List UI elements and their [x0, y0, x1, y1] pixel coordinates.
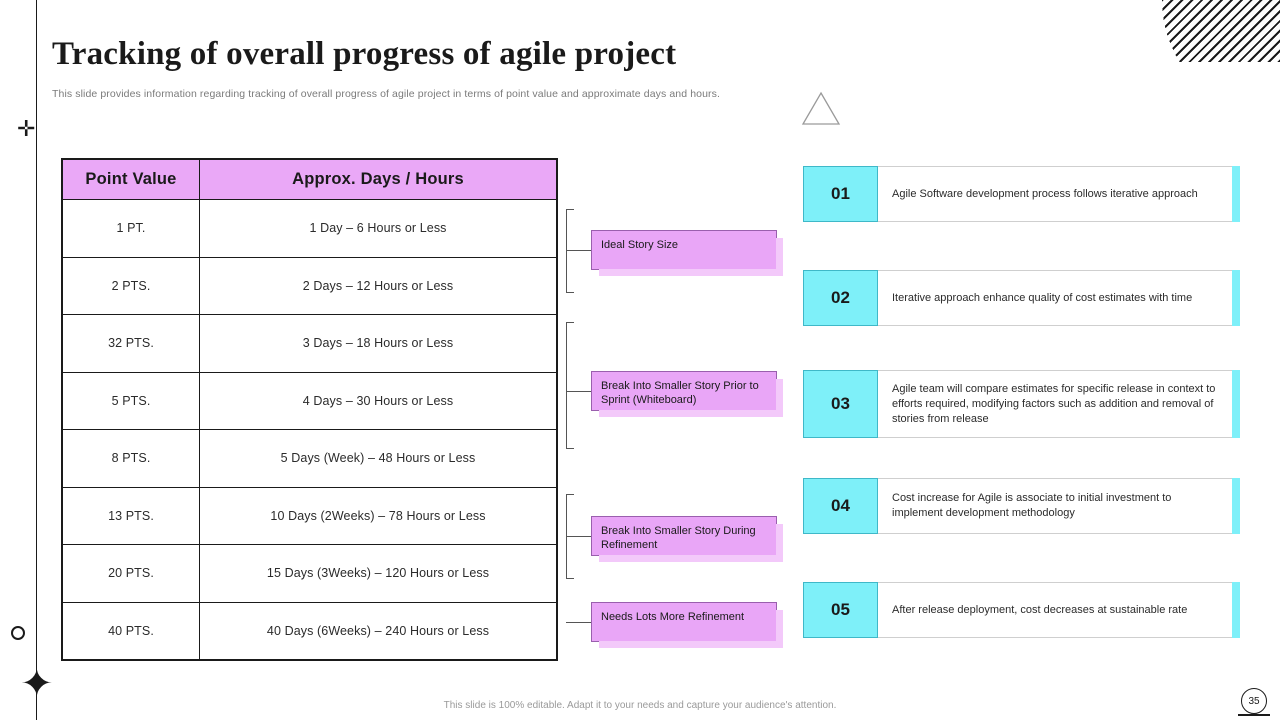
- callout-ideal-story-size: Ideal Story Size: [591, 230, 783, 276]
- info-card-04: 04 Cost increase for Agile is associate …: [803, 478, 1240, 534]
- callout-break-during-refinement: Break Into Smaller Story During Refineme…: [591, 516, 783, 562]
- connector-line: [566, 448, 574, 449]
- card-text: After release deployment, cost decreases…: [878, 582, 1240, 638]
- connector-line: [566, 322, 574, 323]
- callout-text: Break Into Smaller Story Prior to Sprint…: [601, 380, 759, 406]
- footer-note: This slide is 100% editable. Adapt it to…: [443, 700, 837, 711]
- card-text: Cost increase for Agile is associate to …: [878, 478, 1240, 534]
- card-text: Agile Software development process follo…: [878, 166, 1240, 222]
- cell-days-hours: 5 Days (Week) – 48 Hours or Less: [199, 429, 557, 488]
- triangle-outline-icon: [801, 91, 841, 125]
- callout-shadow-bottom: [599, 555, 783, 562]
- left-vertical-rule: [36, 0, 37, 720]
- connector-line: [566, 391, 591, 392]
- card-number: 02: [803, 270, 878, 326]
- page-title: Tracking of overall progress of agile pr…: [52, 36, 677, 72]
- table-row: 40 PTS. 40 Days (6Weeks) – 240 Hours or …: [62, 601, 557, 660]
- info-card-01: 01 Agile Software development process fo…: [803, 166, 1240, 222]
- callout-shadow-bottom: [599, 269, 783, 276]
- connector-line: [566, 250, 591, 251]
- page-subtitle: This slide provides information regardin…: [52, 88, 720, 100]
- cell-point-value: 32 PTS.: [62, 314, 200, 373]
- cell-days-hours: 4 Days – 30 Hours or Less: [199, 371, 557, 430]
- connector-line: [566, 494, 574, 495]
- callout-text: Needs Lots More Refinement: [601, 611, 745, 623]
- card-number: 01: [803, 166, 878, 222]
- callout-shadow: [776, 524, 783, 562]
- card-text: Iterative approach enhance quality of co…: [878, 270, 1240, 326]
- circle-icon: [11, 626, 25, 640]
- cell-days-hours: 10 Days (2Weeks) – 78 Hours or Less: [199, 486, 557, 545]
- corner-hatch-decoration: [1162, 0, 1280, 62]
- cell-point-value: 5 PTS.: [62, 371, 200, 430]
- cell-point-value: 2 PTS.: [62, 256, 200, 315]
- card-cap: [1232, 478, 1240, 534]
- callout-shadow-bottom: [599, 641, 783, 648]
- callout-text: Break Into Smaller Story During Refineme…: [601, 525, 756, 551]
- callout-needs-more-refinement: Needs Lots More Refinement: [591, 602, 783, 648]
- info-card-02: 02 Iterative approach enhance quality of…: [803, 270, 1240, 326]
- connector-line: [566, 209, 574, 210]
- card-cap: [1232, 166, 1240, 222]
- page-number-badge: 35: [1241, 688, 1267, 714]
- card-cap: [1232, 582, 1240, 638]
- callout-shadow: [776, 238, 783, 276]
- connector-line: [566, 578, 574, 579]
- callout-text: Ideal Story Size: [601, 239, 679, 251]
- column-header-point-value: Point Value: [62, 159, 200, 200]
- table-row: 13 PTS. 10 Days (2Weeks) – 78 Hours or L…: [62, 486, 557, 545]
- cell-point-value: 20 PTS.: [62, 544, 200, 603]
- cell-days-hours: 40 Days (6Weeks) – 240 Hours or Less: [199, 601, 557, 660]
- callout-shadow: [776, 379, 783, 417]
- table-row: 8 PTS. 5 Days (Week) – 48 Hours or Less: [62, 429, 557, 488]
- plus-icon: ✛: [17, 116, 36, 141]
- table-row: 1 PT. 1 Day – 6 Hours or Less: [62, 199, 557, 258]
- table-row: 20 PTS. 15 Days (3Weeks) – 120 Hours or …: [62, 544, 557, 603]
- callout-shadow: [776, 610, 783, 648]
- sparkle-icon: ✦: [20, 662, 54, 706]
- table-header-row: Point Value Approx. Days / Hours: [62, 159, 557, 200]
- card-cap: [1232, 270, 1240, 326]
- connector-line: [566, 322, 567, 448]
- cell-point-value: 8 PTS.: [62, 429, 200, 488]
- table-row: 2 PTS. 2 Days – 12 Hours or Less: [62, 256, 557, 315]
- column-header-approx-days-hours: Approx. Days / Hours: [199, 159, 557, 200]
- cell-point-value: 13 PTS.: [62, 486, 200, 545]
- info-card-05: 05 After release deployment, cost decrea…: [803, 582, 1240, 638]
- card-text: Agile team will compare estimates for sp…: [878, 370, 1240, 438]
- card-number: 03: [803, 370, 878, 438]
- page-badge-tail: [1238, 714, 1270, 716]
- cell-days-hours: 1 Day – 6 Hours or Less: [199, 199, 557, 258]
- cell-days-hours: 2 Days – 12 Hours or Less: [199, 256, 557, 315]
- card-cap: [1232, 370, 1240, 438]
- connector-line: [566, 536, 591, 537]
- point-value-table: Point Value Approx. Days / Hours 1 PT. 1…: [61, 158, 558, 661]
- card-number: 05: [803, 582, 878, 638]
- cell-days-hours: 3 Days – 18 Hours or Less: [199, 314, 557, 373]
- callout-break-prior-sprint: Break Into Smaller Story Prior to Sprint…: [591, 371, 783, 417]
- callout-shadow-bottom: [599, 410, 783, 417]
- connector-line: [566, 622, 591, 623]
- connector-line: [566, 292, 574, 293]
- table-row: 32 PTS. 3 Days – 18 Hours or Less: [62, 314, 557, 373]
- cell-point-value: 40 PTS.: [62, 601, 200, 660]
- table-row: 5 PTS. 4 Days – 30 Hours or Less: [62, 371, 557, 430]
- cell-days-hours: 15 Days (3Weeks) – 120 Hours or Less: [199, 544, 557, 603]
- card-number: 04: [803, 478, 878, 534]
- cell-point-value: 1 PT.: [62, 199, 200, 258]
- info-card-03: 03 Agile team will compare estimates for…: [803, 370, 1240, 438]
